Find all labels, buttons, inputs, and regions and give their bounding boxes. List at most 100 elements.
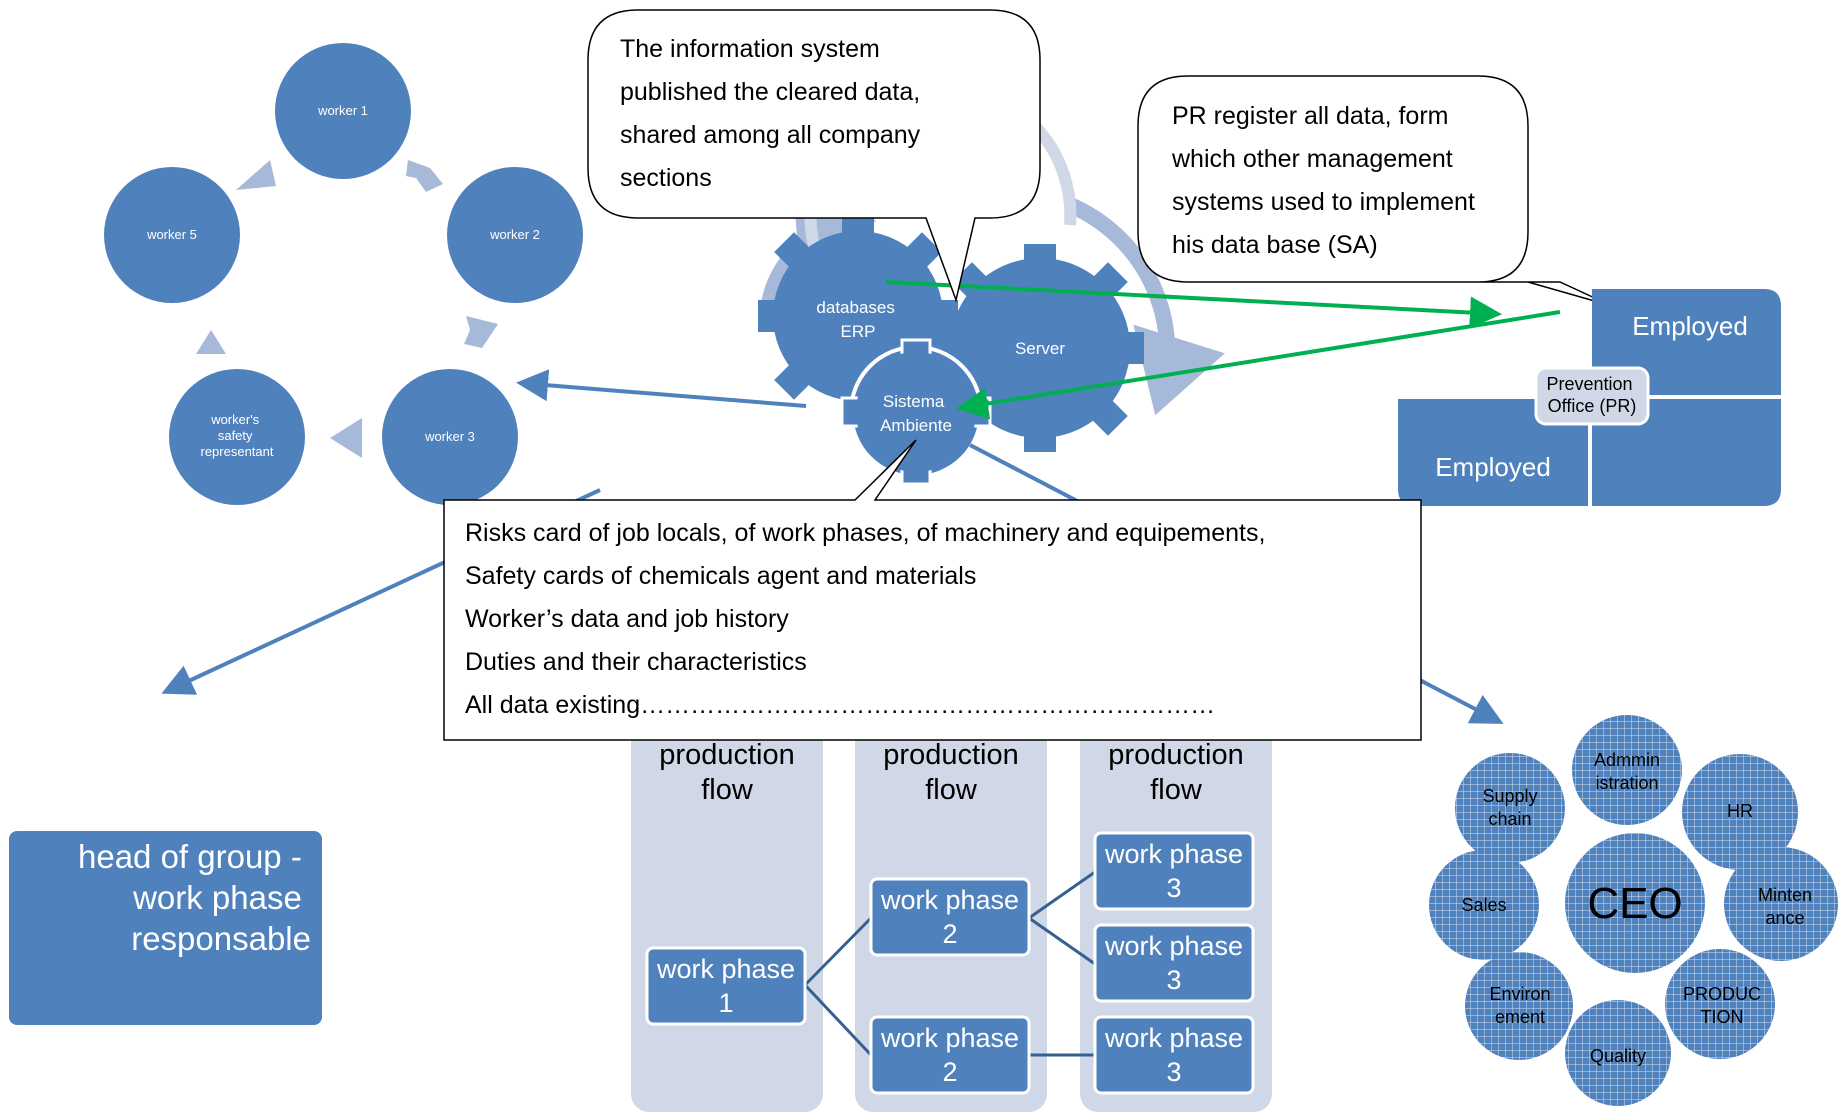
worker-safety-line: safety — [218, 428, 253, 443]
department-label: Sales — [1461, 895, 1506, 915]
ceo-label: CEO — [1587, 879, 1682, 928]
arrow-to-worker3 — [516, 369, 807, 408]
worker-circle — [169, 369, 305, 505]
cycle-arrow — [330, 418, 362, 458]
department-circle — [1724, 847, 1838, 961]
prevention-office-label: Prevention Office (PR) — [1546, 374, 1637, 416]
department-circle — [1455, 753, 1565, 863]
risks-callout: Risks card of job locals, of work phases… — [443, 439, 1422, 741]
department-label: HR — [1727, 801, 1753, 821]
callout-line: published the cleared data, — [620, 78, 920, 106]
cycle-arrow — [236, 160, 276, 190]
prevention-office: Employed Employed Prevention Office (PR) — [1398, 289, 1781, 506]
department-circle — [1665, 949, 1775, 1059]
department-circle — [1429, 850, 1539, 960]
risks-line: Risks card of job locals, of work phases… — [465, 519, 1265, 547]
green-arrow-to-sistema — [956, 310, 1561, 420]
worker-label: worker 3 — [424, 429, 475, 444]
flow-connectors — [803, 870, 1096, 1057]
callout-line: The information system — [620, 35, 880, 63]
callout-line: sections — [620, 164, 712, 192]
gear-sistema — [840, 338, 992, 486]
callout-line: PR register all data, form — [1172, 102, 1449, 130]
risks-line: Worker’s data and job history — [465, 605, 789, 633]
gear-sistema-label: Sistema Ambiente — [880, 392, 952, 435]
risks-line: Duties and their characteristics — [465, 648, 807, 676]
worker-cycle: worker 1 worker 2 worker 3 worker's safe… — [104, 43, 583, 505]
callout-line: his data base (SA) — [1172, 231, 1378, 259]
risks-text: Risks card of job locals, of work phases… — [465, 519, 1272, 719]
worker-safety-line: worker's — [210, 412, 259, 427]
worker-circle — [104, 167, 240, 303]
worker-safety-line: representant — [201, 444, 274, 459]
gear-circular-arrow — [1066, 197, 1225, 416]
callout-line: which other management — [1171, 145, 1453, 173]
department-label: Quality — [1590, 1046, 1646, 1066]
gear-server-label: Server — [1015, 339, 1065, 358]
risks-line: Safety cards of chemicals agent and mate… — [465, 562, 976, 590]
callout-info-text: The information system published the cle… — [620, 35, 927, 192]
worker-label: worker 1 — [317, 103, 368, 118]
worker-label: worker 5 — [146, 227, 197, 242]
risks-line: All data existing…………………………………………………………… — [465, 691, 1215, 719]
green-arrow-to-prevention — [885, 280, 1502, 329]
employed-top-label: Employed — [1632, 311, 1748, 341]
head-of-group-text: head of group - work phase responsable — [78, 838, 311, 957]
worker-circle — [447, 167, 583, 303]
worker-circle — [382, 369, 518, 505]
head-of-group-line: work phase — [132, 879, 302, 916]
callout-bubble — [587, 9, 1041, 303]
head-of-group-line: head of group - — [78, 838, 302, 875]
callout-pr-text: PR register all data, form which other m… — [1171, 102, 1482, 259]
employed-bottom-block — [1398, 399, 1588, 506]
employed-bottom-label: Employed — [1435, 452, 1551, 482]
worker-label: worker 2 — [489, 227, 540, 242]
callout-line: shared among all company — [620, 121, 921, 149]
cycle-chevrons — [196, 160, 498, 458]
head-of-group-line: responsable — [131, 920, 311, 957]
callout-pr: PR register all data, form which other m… — [1137, 75, 1613, 307]
risks-box — [443, 439, 1422, 741]
cycle-arrow — [196, 330, 226, 354]
cycle-arrow — [464, 316, 498, 348]
worker-circle — [275, 43, 411, 179]
department-circle — [1682, 754, 1798, 870]
worker-safety-label: worker's safety representant — [201, 412, 274, 459]
head-of-group: head of group - work phase responsable — [9, 831, 322, 1025]
department-circle — [1465, 952, 1573, 1060]
cycle-arrow — [406, 160, 443, 192]
callout-line: systems used to implement — [1172, 188, 1475, 216]
ceo-circle — [1565, 833, 1705, 973]
gear-databases-label: databases ERP — [816, 298, 899, 341]
department-circle — [1572, 715, 1682, 825]
head-of-group-box — [9, 831, 322, 1025]
department-circle — [1565, 1000, 1671, 1106]
employed-right-block — [1592, 399, 1781, 506]
prevention-office-box — [1534, 366, 1650, 426]
callout-info-system: The information system published the cle… — [587, 9, 1041, 303]
callout-bubble — [1137, 75, 1613, 307]
